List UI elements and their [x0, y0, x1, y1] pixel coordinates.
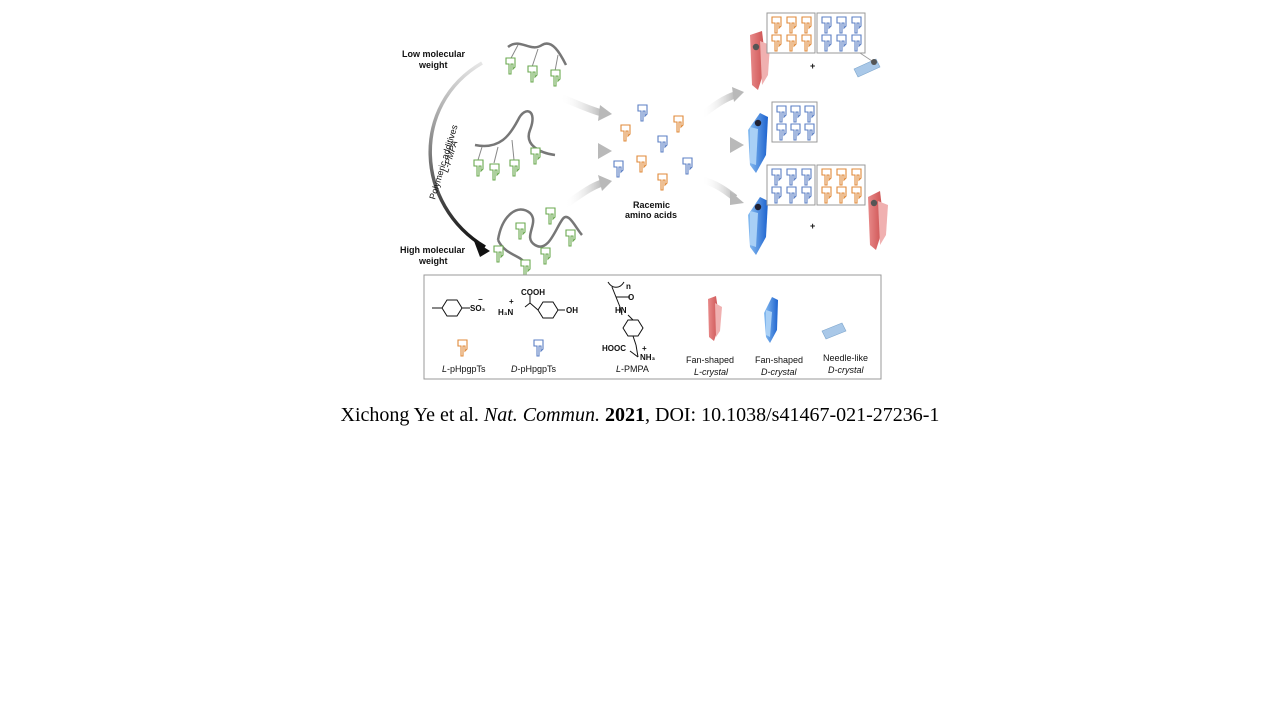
gray-arrows-out: [699, 87, 744, 205]
low-mw-label-1: Low molecular: [402, 49, 466, 59]
caption-year: 2021: [605, 404, 645, 426]
legend-crystal1-line2: L-crystal: [694, 367, 729, 377]
plus-sign-2: +: [810, 221, 815, 231]
plus-sign-1: +: [810, 61, 815, 71]
legend-d-label: D-pHpgpTs: [511, 364, 557, 374]
racemic-label-1: Racemic: [633, 200, 670, 210]
chem-plus-1: +: [509, 297, 514, 306]
figure: Low molecular weight High molecular weig…: [390, 5, 900, 390]
legend-crystal1-line1: Fan-shaped: [686, 355, 734, 365]
legend-chem-2: [607, 281, 644, 358]
chem-oh: OH: [566, 306, 578, 315]
polymer-low-mw: [505, 42, 568, 87]
legend-crystal3-line1: Needle-like: [823, 353, 868, 363]
legend-l-crystal-icon: [708, 296, 722, 341]
chem-hooc: HOOC: [602, 344, 626, 353]
legend-crystal2-line1: Fan-shaped: [755, 355, 803, 365]
legend-chem-1: [432, 295, 565, 319]
legend-lpmpa-label: L-PMPA: [616, 364, 649, 374]
chem-nh3: NH₃: [640, 353, 656, 362]
row3-outcome: [748, 164, 888, 255]
curved-arrow-head: [474, 241, 490, 257]
legend-crystal2-line2: D-crystal: [761, 367, 797, 377]
high-mw-label-1: High molecular: [400, 245, 466, 255]
figure-svg: Low molecular weight High molecular weig…: [400, 12, 888, 380]
high-mw-label-2: weight: [418, 256, 448, 266]
caption-journal: Nat. Commun.: [483, 404, 600, 426]
row2-outcome: [748, 101, 818, 173]
chem-h3n: H₃N: [498, 308, 513, 317]
chem-minus: −: [478, 295, 483, 304]
legend-crystal3-line2: D-crystal: [828, 365, 864, 375]
chem-o: O: [628, 293, 634, 302]
chem-n: n: [626, 282, 631, 291]
caption-doi: , DOI: 10.1038/s41467-021-27236-1: [645, 404, 940, 426]
gray-arrows-in: [558, 93, 612, 208]
legend-needle-icon: [821, 322, 847, 340]
chem-hn: HN: [615, 306, 627, 315]
chem-so3: SO₃: [470, 304, 486, 313]
polymer-mid-mw: [473, 110, 556, 181]
polymer-high-mw: [493, 207, 583, 277]
chem-cooh: COOH: [521, 288, 545, 297]
racemic-label-2: amino acids: [625, 210, 677, 220]
row1-outcome: [750, 12, 881, 90]
racemic-cluster: [613, 104, 693, 191]
low-mw-label-2: weight: [418, 60, 448, 70]
citation-caption: Xichong Ye et al. Nat. Commun. 2021, DOI…: [0, 404, 1280, 427]
legend-l-label: L-pHpgpTs: [442, 364, 486, 374]
legend-d-crystal-icon: [764, 297, 778, 343]
curved-arrow: [428, 61, 486, 249]
caption-authors: Xichong Ye et al.: [340, 404, 479, 426]
chem-plus-2: +: [642, 344, 647, 353]
legend-box: [423, 274, 882, 380]
